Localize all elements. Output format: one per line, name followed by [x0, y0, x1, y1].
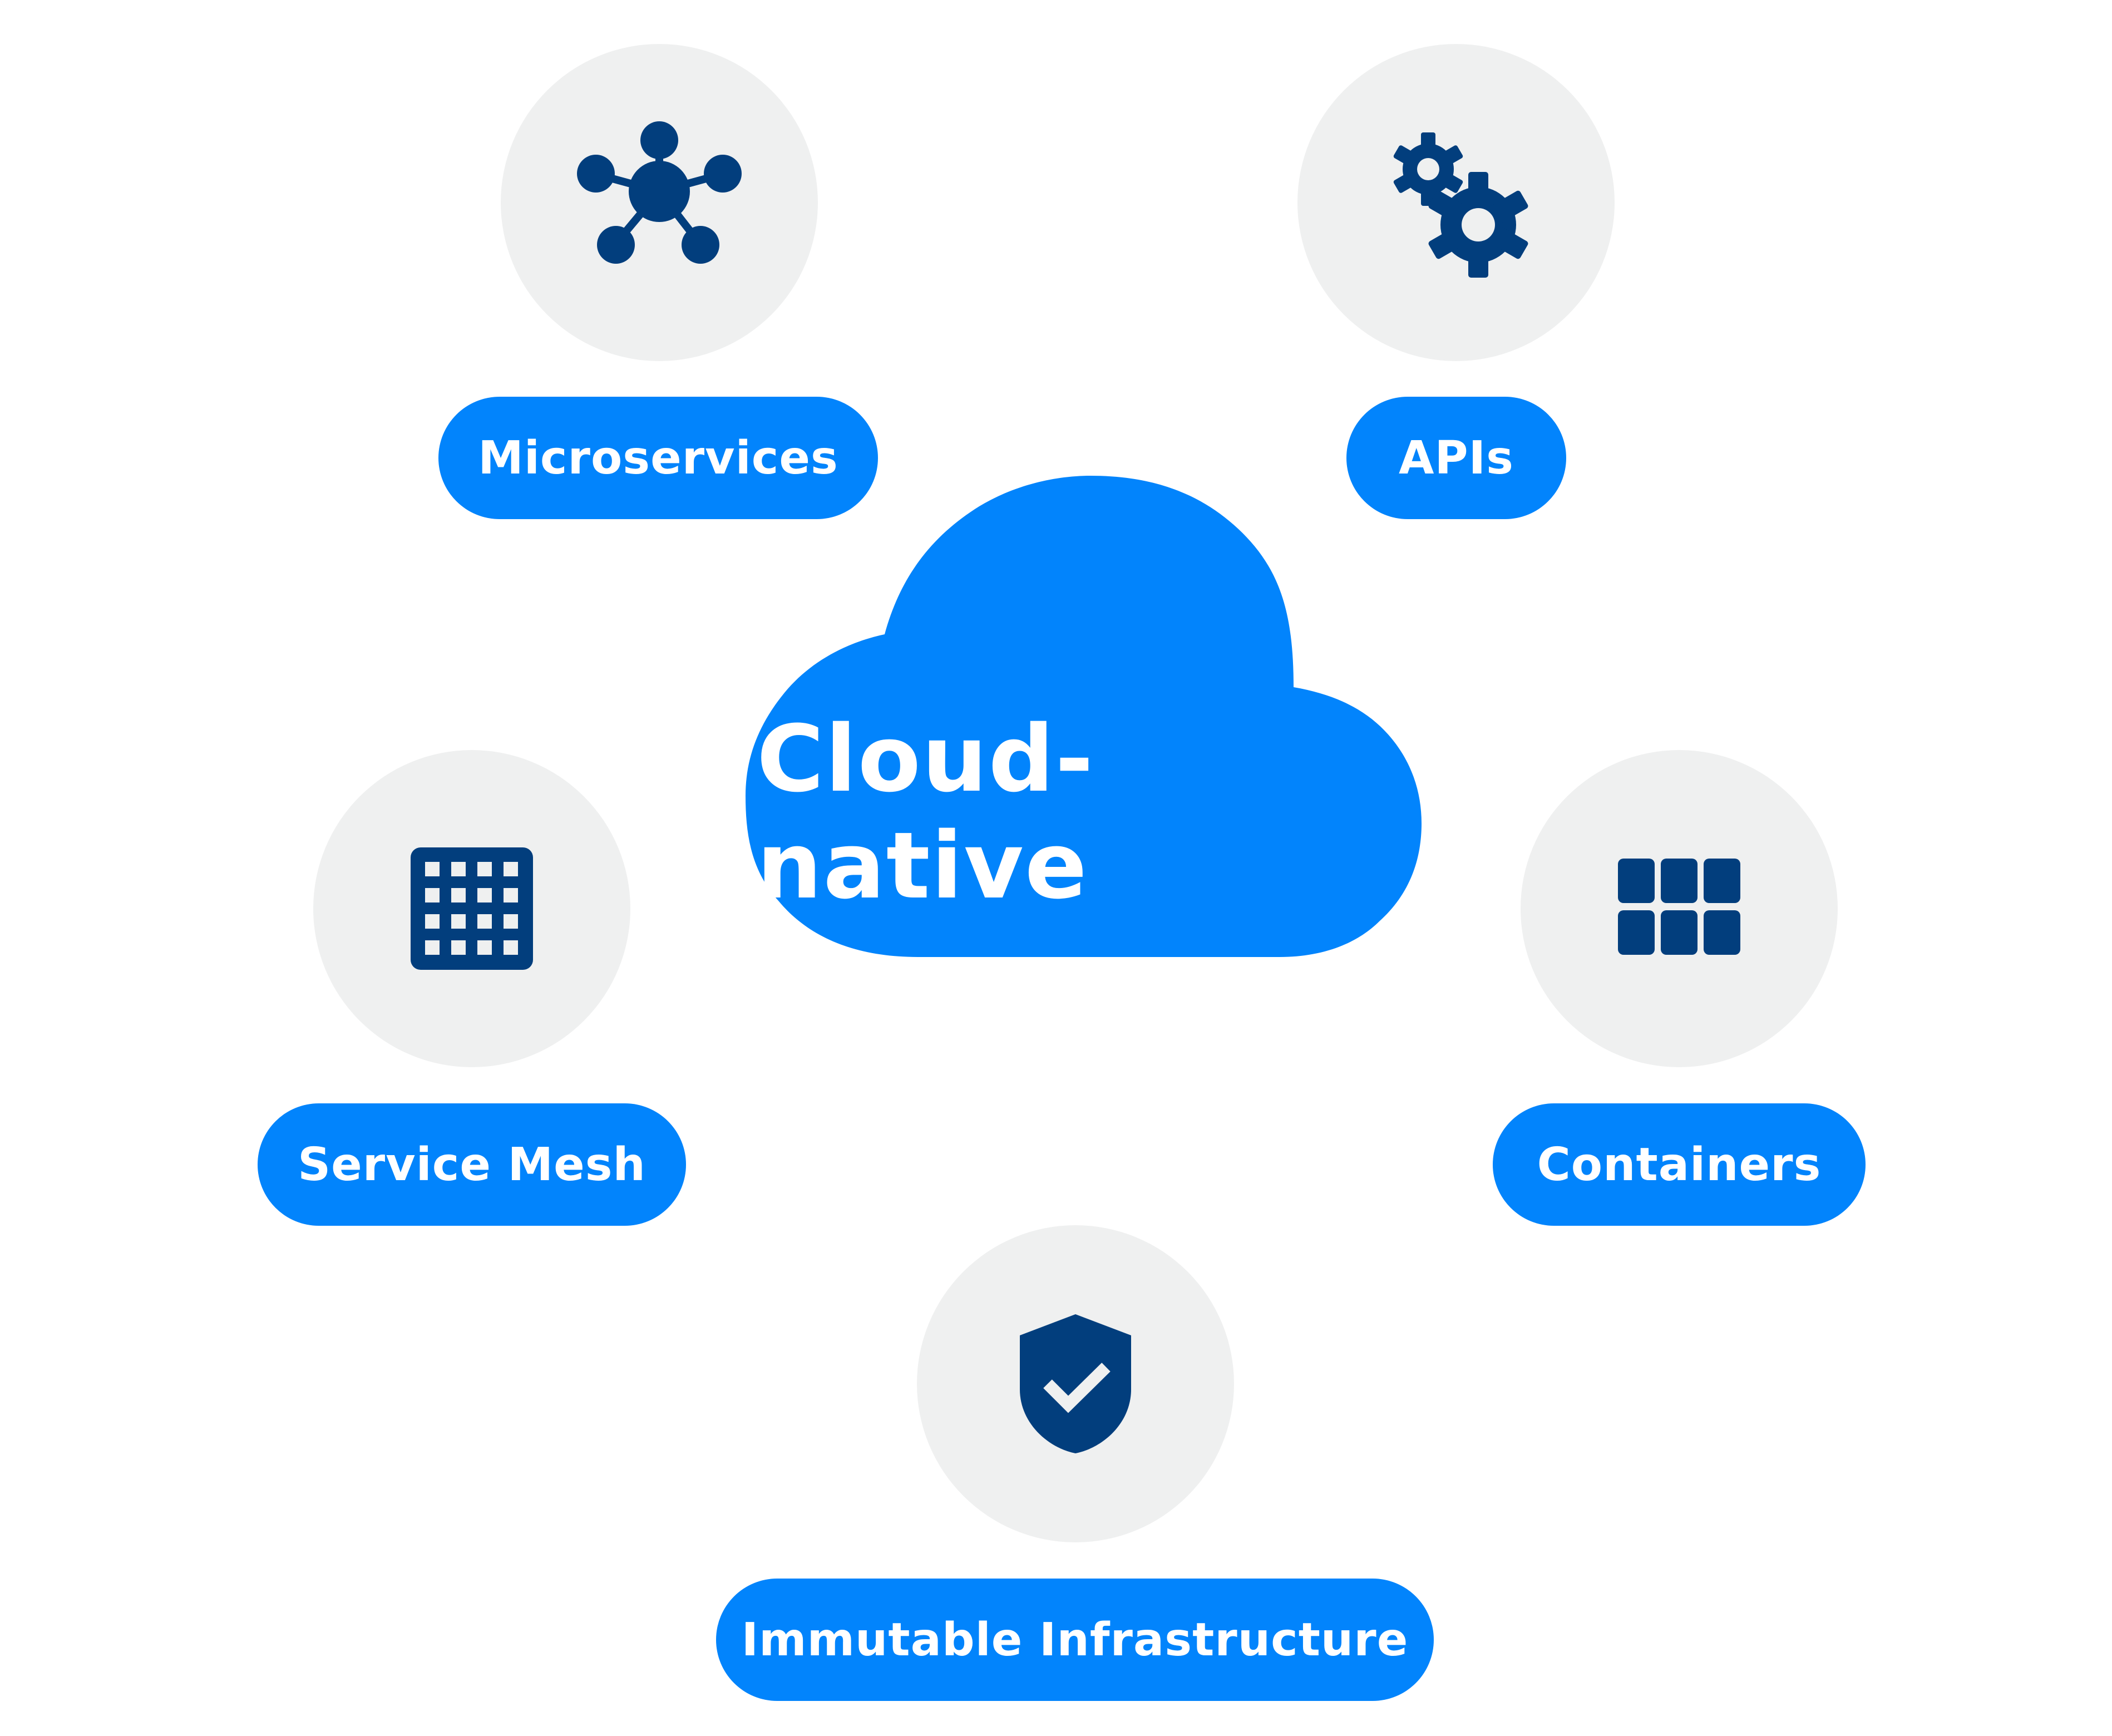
apis-label: APIs: [1346, 397, 1566, 519]
mesh-node: [451, 862, 466, 876]
mesh-node: [477, 888, 492, 902]
containers-label: Containers: [1493, 1103, 1866, 1226]
microservices-icon-circle: [501, 44, 818, 361]
microservices-label: Microservices: [438, 397, 878, 519]
mesh-node: [477, 914, 492, 929]
containers-icon-circle: [1521, 750, 1838, 1067]
network-icon: [577, 121, 742, 264]
mesh-node: [477, 862, 492, 876]
mesh-node: [477, 940, 492, 955]
grid-mesh-icon: [411, 847, 533, 970]
service-mesh-label: Service Mesh: [258, 1103, 686, 1226]
immutable-infrastructure-icon-circle: [917, 1225, 1234, 1542]
mesh-node: [504, 862, 518, 876]
containers-icon: [1618, 859, 1740, 955]
mesh-node: [451, 940, 466, 955]
mesh-node: [425, 862, 440, 876]
service-mesh-icon-circle: [313, 750, 630, 1067]
mesh-node: [451, 914, 466, 929]
immutable-infrastructure-label: Immutable Infrastructure: [716, 1579, 1434, 1701]
mesh-node: [425, 940, 440, 955]
mesh-node: [504, 940, 518, 955]
mesh-node: [425, 914, 440, 929]
apis-icon-circle: [1297, 44, 1615, 361]
mesh-node: [504, 888, 518, 902]
mesh-node: [504, 914, 518, 929]
mesh-node: [425, 888, 440, 902]
gears-icon: [1393, 132, 1528, 278]
cloud-native-title: Cloud-native: [757, 706, 1095, 919]
shield-check-icon: [1020, 1314, 1131, 1453]
mesh-node: [451, 888, 466, 902]
